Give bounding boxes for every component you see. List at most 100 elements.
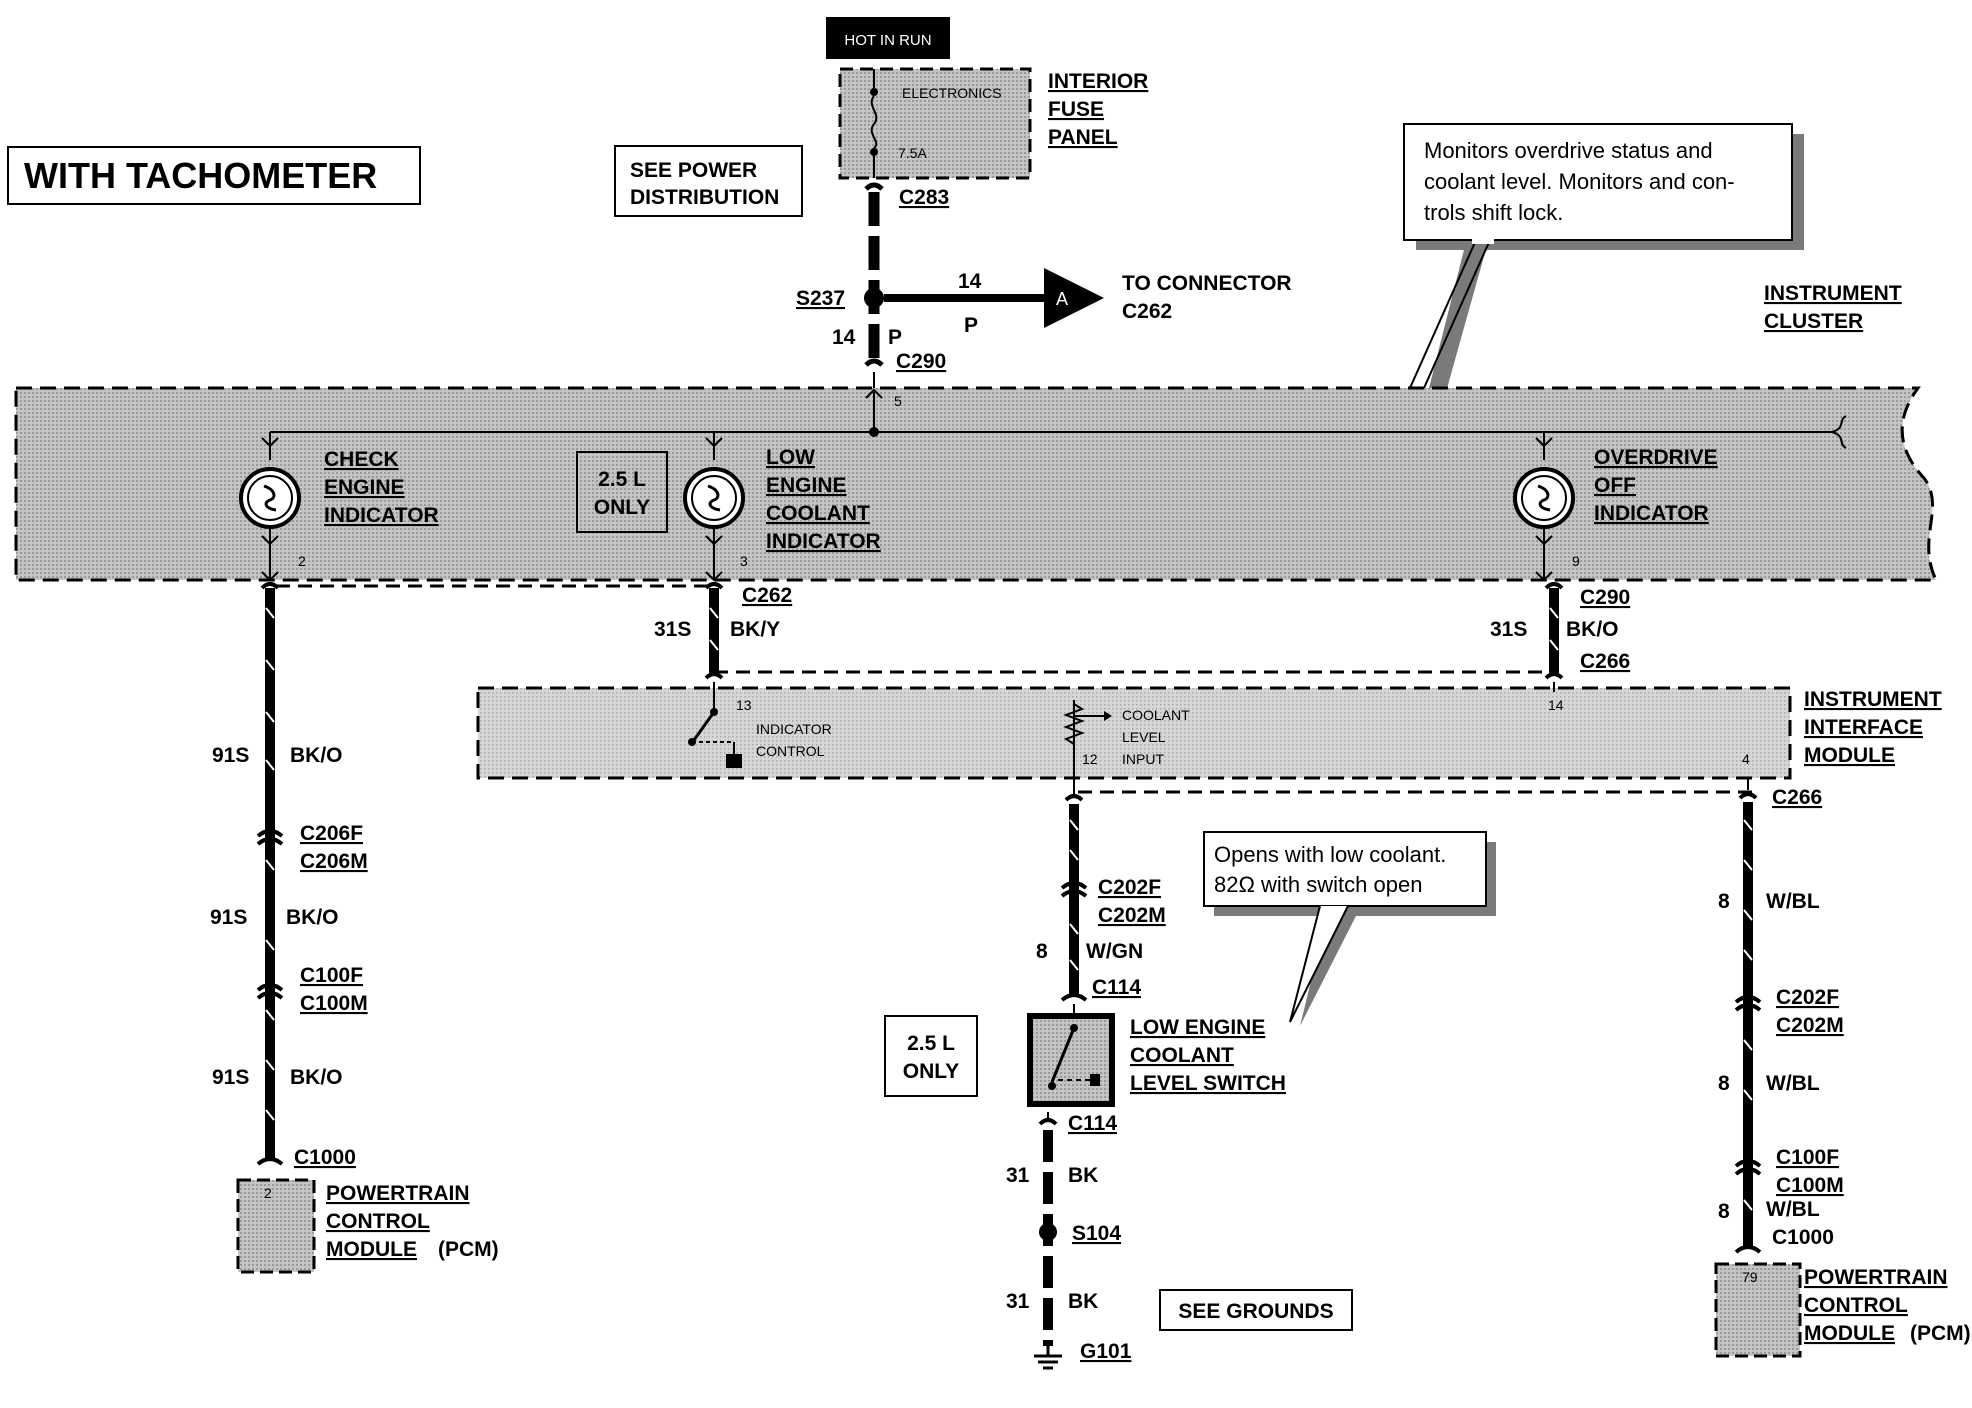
pcm-right-name-1: POWERTRAIN bbox=[1804, 1266, 1948, 1289]
branch-color: P bbox=[964, 314, 978, 337]
fuse-panel-name-2: FUSE bbox=[1048, 98, 1104, 121]
switch-note-line-2: 82Ω with switch open bbox=[1214, 872, 1422, 897]
c202m-mid-label: C202M bbox=[1098, 904, 1166, 927]
switch-feed-wire: C202F C202M 8 W/GN C114 bbox=[1036, 778, 1166, 1016]
od-color: BK/O bbox=[1566, 618, 1619, 641]
check-engine-wire: 91S BK/O C206F C206M 91S BK/O C100F C100… bbox=[210, 582, 368, 1169]
resistor-icon bbox=[1063, 703, 1085, 745]
cluster-note-line-3: trols shift lock. bbox=[1424, 200, 1563, 225]
switch-note-callout: Opens with low coolant. 82Ω with switch … bbox=[1203, 831, 1496, 1026]
cluster-note-callout: Monitors overdrive status and coolant le… bbox=[1403, 123, 1804, 392]
pcm-right-name-2: CONTROL bbox=[1804, 1294, 1908, 1317]
c266-b-label: C266 bbox=[1772, 786, 1822, 809]
switch-only-line-2: ONLY bbox=[903, 1060, 959, 1083]
to-connector-line-1: TO CONNECTOR bbox=[1122, 272, 1292, 295]
splice-s104 bbox=[1039, 1223, 1057, 1241]
left-gauge-3: 91S bbox=[212, 1066, 249, 1089]
fuse-panel-name-1: INTERIOR bbox=[1048, 70, 1148, 93]
fuse-panel-name-3: PANEL bbox=[1048, 126, 1118, 149]
hot-in-run-label: HOT IN RUN bbox=[844, 32, 931, 49]
instrument-cluster-name-1: INSTRUMENT bbox=[1764, 282, 1902, 305]
pin-pcm-left: 2 bbox=[264, 1185, 272, 1201]
coolant-color: BK/Y bbox=[730, 618, 780, 641]
pin-check-engine: 2 bbox=[298, 553, 306, 569]
c290-label: C290 bbox=[1580, 586, 1630, 609]
pcm-left-name-3: MODULE bbox=[326, 1238, 417, 1261]
pin-iim-13: 13 bbox=[736, 697, 752, 713]
indicator-control-2: CONTROL bbox=[756, 743, 825, 759]
instrument-cluster: 5 2 CHECK ENGINE INDICATOR 2.5 L ONLY 3 … bbox=[14, 386, 1939, 582]
pin-cluster-feed: 5 bbox=[894, 393, 902, 409]
g101-label: G101 bbox=[1080, 1340, 1132, 1363]
splice-s237 bbox=[864, 288, 884, 308]
feed-color: P bbox=[888, 326, 902, 349]
pin-iim-12: 12 bbox=[1082, 751, 1098, 767]
low-coolant-level-switch: LOW ENGINE COOLANT LEVEL SWITCH bbox=[1027, 1013, 1286, 1107]
c100m-right-label: C100M bbox=[1776, 1174, 1844, 1197]
check-engine-name-2: ENGINE bbox=[324, 476, 405, 499]
switch-name-3: LEVEL SWITCH bbox=[1130, 1072, 1286, 1095]
pcm-right-name-3: MODULE bbox=[1804, 1322, 1895, 1345]
c283-label: C283 bbox=[899, 186, 949, 209]
c114-b-label: C114 bbox=[1068, 1112, 1117, 1135]
c290-top-label: C290 bbox=[896, 350, 946, 373]
fuse-name: ELECTRONICS bbox=[902, 85, 1002, 101]
low-coolant-name-1: LOW bbox=[766, 446, 815, 469]
to-connector-line-2: C262 bbox=[1122, 300, 1172, 323]
coolant-level-input-2: LEVEL bbox=[1122, 729, 1166, 745]
c202m-right-label: C202M bbox=[1776, 1014, 1844, 1037]
cluster-note-line-2: coolant level. Monitors and con- bbox=[1424, 169, 1735, 194]
see-power-distribution-box: SEE POWER DISTRIBUTION bbox=[614, 145, 803, 217]
ground-icon bbox=[1034, 1354, 1062, 1370]
coolant-level-input-1: COOLANT bbox=[1122, 707, 1190, 723]
switch-contact-icon bbox=[1050, 1027, 1076, 1083]
pcm-left: 2 POWERTRAIN CONTROL MODULE (PCM) bbox=[236, 1178, 499, 1274]
pin-low-coolant: 3 bbox=[740, 553, 748, 569]
low-coolant-name-4: INDICATOR bbox=[766, 530, 881, 553]
iim-name-1: INSTRUMENT bbox=[1804, 688, 1942, 711]
overdrive-name-3: INDICATOR bbox=[1594, 502, 1709, 525]
branch-to-c262: A 14 P TO CONNECTOR C262 bbox=[884, 268, 1292, 337]
switch-name-1: LOW ENGINE bbox=[1130, 1016, 1265, 1039]
overdrive-name-1: OVERDRIVE bbox=[1594, 446, 1718, 469]
iim-name-3: MODULE bbox=[1804, 744, 1895, 767]
overdrive-off-lamp-icon bbox=[1513, 467, 1575, 529]
branch-gauge: 14 bbox=[958, 270, 982, 293]
coolant-gauge: 31S bbox=[654, 618, 691, 641]
switch-only-box: 2.5 L ONLY bbox=[884, 1015, 978, 1097]
left-gauge-1: 91S bbox=[212, 744, 249, 767]
arrow-letter: A bbox=[1056, 289, 1068, 309]
low-coolant-name-3: COOLANT bbox=[766, 502, 870, 525]
c100m-left-label: C100M bbox=[300, 992, 368, 1015]
low-coolant-lamp-icon bbox=[683, 467, 745, 529]
pin-iim-14: 14 bbox=[1548, 697, 1564, 713]
gnd-gauge-2: 31 bbox=[1006, 1290, 1030, 1313]
c202f-mid-label: C202F bbox=[1098, 876, 1161, 899]
ground-symbol-icon bbox=[726, 754, 742, 768]
pin-overdrive: 9 bbox=[1572, 553, 1580, 569]
see-grounds-label: SEE GROUNDS bbox=[1178, 1300, 1333, 1323]
gnd-color-2: BK bbox=[1068, 1290, 1098, 1313]
c114-a-label: C114 bbox=[1092, 976, 1141, 999]
feed-gauge: 14 bbox=[832, 326, 856, 349]
see-grounds-box: SEE GROUNDS bbox=[1159, 1289, 1353, 1331]
switch-only-line-1: 2.5 L bbox=[907, 1032, 955, 1055]
c202f-right-label: C202F bbox=[1776, 986, 1839, 1009]
diagram-title: WITH TACHOMETER bbox=[24, 155, 377, 196]
pcm-left-name-2: CONTROL bbox=[326, 1210, 430, 1233]
right-wire: C266 8 W/BL C202F C202M 8 W/BL C100F C10… bbox=[1718, 778, 1844, 1254]
iim-name-2: INTERFACE bbox=[1804, 716, 1923, 739]
pcm-right: 79 POWERTRAIN CONTROL MODULE (PCM) bbox=[1714, 1262, 1971, 1358]
instrument-interface-module: 13 INDICATOR CONTROL 12 COOLANT LEVEL IN… bbox=[476, 686, 1792, 780]
pcm-left-name-1: POWERTRAIN bbox=[326, 1182, 470, 1205]
s237-label: S237 bbox=[796, 287, 845, 310]
feed-wire: C283 S237 14 P C290 bbox=[796, 182, 949, 432]
sw-gauge: 8 bbox=[1036, 940, 1048, 963]
c266-a-label: C266 bbox=[1580, 650, 1630, 673]
c1000-left-label: C1000 bbox=[294, 1146, 356, 1169]
see-power-line-1: SEE POWER bbox=[630, 159, 757, 182]
c1000-right-label: C1000 bbox=[1772, 1226, 1834, 1249]
s104-label: S104 bbox=[1072, 1222, 1121, 1245]
right-color-3: W/BL bbox=[1766, 1198, 1820, 1221]
